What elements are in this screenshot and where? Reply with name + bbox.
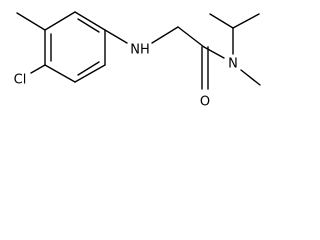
isopropyl-right-bond	[232, 13, 260, 29]
ring-double-bond-right	[77, 61, 100, 76]
structural-formula: Cl NH O N	[14, 11, 261, 110]
ring-double-bond-upper	[77, 18, 100, 33]
oxygen-label: O	[200, 95, 210, 110]
c-cl-bond	[30, 64, 46, 74]
ring-bond-bottom-left	[44, 64, 76, 83]
chlorine-label: Cl	[14, 73, 27, 88]
ring-methyl-bond	[16, 12, 46, 31]
ring-bond-bottom-right	[74, 64, 106, 83]
nh-ch2-bond	[151, 26, 179, 44]
amine-nh-label: NH	[130, 43, 150, 58]
ch2-carbonyl-bond	[177, 26, 205, 48]
n-methyl-bond	[240, 69, 261, 86]
benzene-ring	[44, 11, 106, 83]
carbonyl-n-bond	[203, 46, 225, 59]
isopropyl-left-bond	[209, 13, 234, 29]
ring-nh-bond	[104, 29, 128, 44]
ring-bond-top-left	[44, 11, 76, 31]
ring-bond-top-right	[74, 11, 106, 31]
amide-n-label: N	[228, 57, 238, 72]
